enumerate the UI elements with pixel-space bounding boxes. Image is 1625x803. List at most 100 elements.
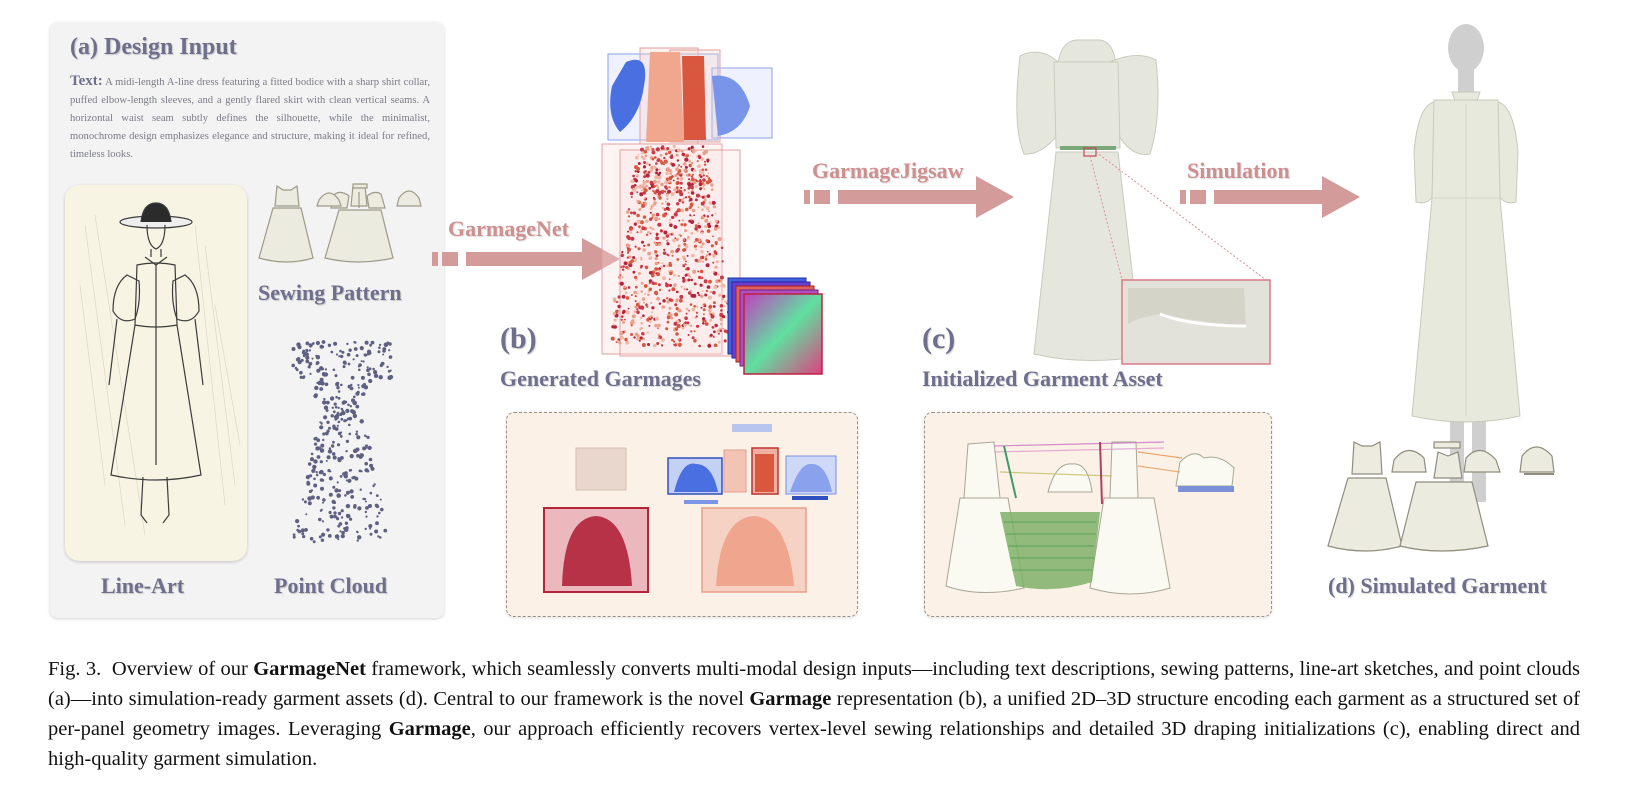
skirt-point: [646, 162, 649, 165]
point-cloud-dot: [319, 377, 324, 382]
skirt-point: [625, 296, 630, 300]
skirt-point: [696, 291, 700, 295]
skirt-point: [657, 327, 659, 329]
skirt-point: [632, 256, 636, 259]
point-cloud-dot: [357, 365, 360, 368]
point-cloud-dot: [335, 353, 339, 356]
skirt-point: [663, 230, 668, 235]
skirt-point: [679, 294, 684, 299]
skirt-point: [670, 249, 674, 254]
point-cloud-dot: [335, 415, 338, 419]
panel-c-label: Initialized Garment Asset: [922, 366, 1163, 391]
point-cloud-dot: [326, 455, 331, 460]
point-cloud-dot: [349, 489, 354, 494]
point-cloud-dot: [319, 366, 324, 371]
skirt-point: [721, 283, 726, 288]
skirt-point: [619, 331, 624, 336]
point-cloud-dot: [305, 341, 310, 346]
skirt-point: [634, 178, 638, 183]
skirt-point: [626, 219, 630, 223]
point-cloud-dot: [313, 483, 318, 488]
skirt-point: [691, 336, 695, 340]
skirt-point: [666, 320, 670, 324]
point-cloud-dot: [372, 367, 375, 371]
skirt-point: [704, 224, 708, 229]
point-cloud-dot: [316, 368, 321, 373]
point-cloud-dot: [309, 536, 314, 541]
garmagenet-arrow-label: GarmageNet: [448, 216, 569, 241]
skirt-point: [692, 180, 697, 185]
point-cloud-dot: [300, 358, 304, 362]
point-cloud-dot: [315, 340, 320, 346]
skirt-point: [719, 285, 722, 287]
design-input-title: (a) Design Input: [70, 34, 237, 60]
skirt-point: [696, 229, 699, 233]
skirt-point: [673, 274, 676, 277]
skirt-point: [665, 193, 669, 197]
skirt-point: [682, 280, 685, 283]
skirt-point: [719, 317, 723, 322]
point-cloud-dot: [333, 341, 338, 346]
skirt-point: [612, 323, 615, 326]
skirt-point: [675, 298, 679, 302]
skirt-point: [700, 231, 704, 235]
point-cloud-dot: [368, 524, 373, 528]
skirt-point: [681, 219, 685, 222]
skirt-point: [633, 258, 637, 262]
skirt-point: [636, 191, 639, 194]
skirt-point: [699, 245, 703, 249]
point-cloud-dot: [326, 420, 330, 424]
skirt-point: [640, 207, 643, 210]
skirt-point: [647, 293, 650, 297]
skirt-point: [713, 343, 718, 348]
skirt-point: [694, 227, 698, 231]
point-cloud-dot: [345, 503, 351, 509]
skirt-point: [710, 313, 713, 316]
skirt-point: [616, 300, 619, 304]
point-cloud-dot: [336, 443, 341, 447]
skirt-point: [690, 293, 695, 298]
skirt-point: [656, 185, 660, 188]
skirt-point: [673, 340, 676, 343]
skirt-point: [640, 147, 644, 152]
skirt-point: [712, 261, 715, 264]
skirt-point: [688, 219, 692, 223]
caption-bold-3: Garmage: [388, 718, 471, 740]
skirt-point: [679, 173, 683, 177]
point-cloud-dot: [343, 474, 348, 479]
skirt-point: [644, 265, 649, 270]
skirt-point: [632, 187, 637, 192]
point-cloud-dot: [333, 511, 337, 515]
skirt-point: [669, 172, 673, 175]
point-cloud-dot: [322, 498, 326, 502]
skirt-point: [646, 305, 649, 308]
point-cloud-dot: [353, 395, 356, 399]
skirt-point: [650, 301, 653, 304]
skirt-point: [706, 158, 710, 162]
skirt-point: [718, 293, 722, 297]
skirt-point: [704, 319, 707, 323]
skirt-point: [651, 273, 655, 278]
skirt-point: [709, 318, 713, 322]
skirt-point: [619, 265, 621, 268]
point-cloud-dot: [332, 485, 336, 489]
point-cloud-dot: [330, 414, 334, 418]
skirt-point: [676, 258, 680, 261]
skirt-point: [723, 329, 727, 333]
skirt-point: [693, 240, 696, 243]
skirt-point: [666, 239, 669, 242]
skirt-point: [661, 344, 664, 347]
skirt-point: [700, 250, 704, 254]
skirt-point: [680, 223, 684, 226]
point-cloud-dot: [374, 503, 379, 508]
skirt-point: [681, 198, 684, 201]
skirt-point: [700, 306, 703, 309]
skirt-point: [640, 322, 643, 325]
skirt-point: [668, 169, 672, 173]
skirt-point: [671, 254, 674, 257]
point-cloud-dot: [362, 360, 365, 363]
skirt-point: [620, 315, 624, 318]
point-cloud-dot: [373, 373, 379, 378]
point-cloud-dot: [300, 528, 305, 533]
skirt-point: [668, 261, 672, 265]
